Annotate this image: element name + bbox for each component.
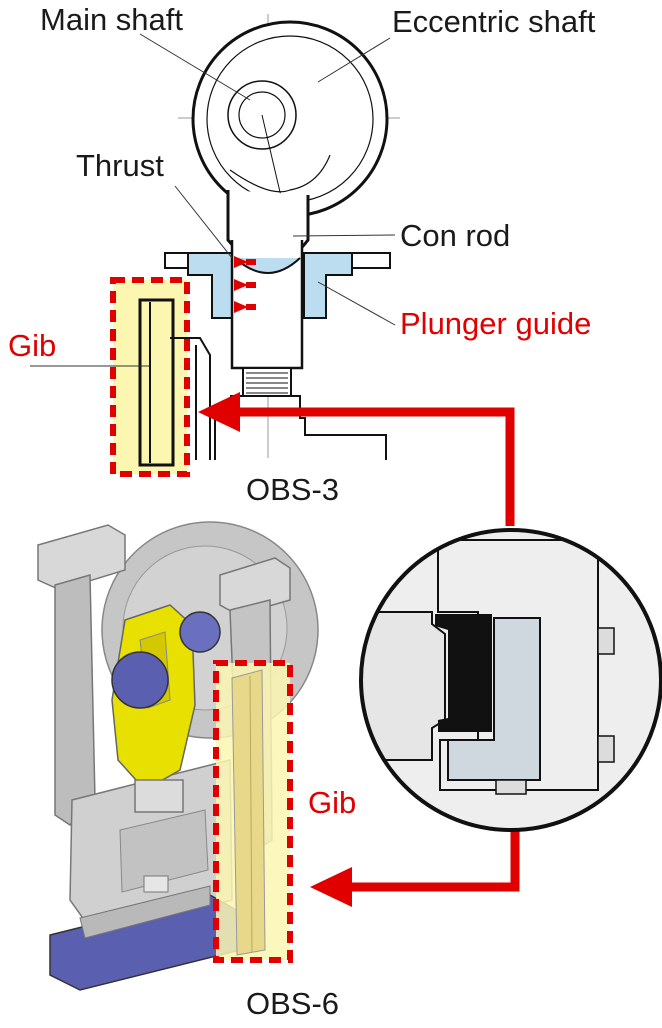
label-plunger-guide: Plunger guide: [400, 306, 592, 341]
column-left: [54, 574, 96, 826]
zoom-detail: [359, 528, 662, 832]
obs3-cross-section: [30, 14, 400, 477]
nameplate: [143, 875, 169, 893]
eccentric-arc: [229, 154, 331, 193]
plunger-guide-left: [187, 252, 233, 319]
zoom-circle-border: [359, 528, 662, 832]
label-obs6: OBS-6: [246, 986, 340, 1021]
thrust-arrows: [234, 256, 256, 313]
label-gib-top: Gib: [8, 328, 57, 363]
gib-plate: [138, 298, 175, 467]
label-main-shaft: Main shaft: [40, 2, 184, 37]
label-con-rod: Con rod: [400, 218, 511, 253]
slide-outline: [230, 395, 387, 460]
arrow-to-obs6-line: [350, 830, 520, 892]
connector-arrows: [198, 392, 520, 907]
arrow-to-obs3-line: [236, 407, 515, 526]
plunger-3d: [134, 779, 184, 813]
arrow-to-obs3-head: [198, 392, 240, 432]
zoom-liner: [435, 614, 492, 732]
eccentric-shaft-end: [179, 611, 221, 653]
eccentric-circle: [227, 80, 297, 150]
die-plate: [79, 885, 211, 939]
screw-threads: [246, 372, 288, 394]
adjust-screw: [242, 367, 292, 397]
arrow-to-obs6-head: [310, 867, 352, 907]
gib-3d-edge: [249, 675, 253, 953]
obs6-machine: [37, 521, 319, 991]
leader-lines: [30, 33, 396, 367]
slide-face: [119, 809, 209, 893]
zoom-bolt-lower: [597, 735, 615, 763]
bracket-right: [219, 557, 291, 616]
label-thrust: Thrust: [76, 148, 164, 183]
zoom-gib: [447, 617, 541, 781]
gib-3d: [231, 669, 266, 956]
label-obs3: OBS-3: [246, 472, 340, 507]
bracket-left: [37, 524, 126, 591]
zoom-bolt-top: [597, 627, 615, 655]
zoom-bolt-bottom: [495, 779, 527, 795]
main-shaft-circle: [191, 20, 389, 218]
label-eccentric-shaft: Eccentric shaft: [392, 4, 596, 39]
eccentric-inner-circle: [238, 91, 286, 139]
plunger-guide-right: [303, 252, 353, 319]
label-gib-bottom: Gib: [308, 785, 357, 820]
main-shaft-end: [111, 651, 169, 709]
